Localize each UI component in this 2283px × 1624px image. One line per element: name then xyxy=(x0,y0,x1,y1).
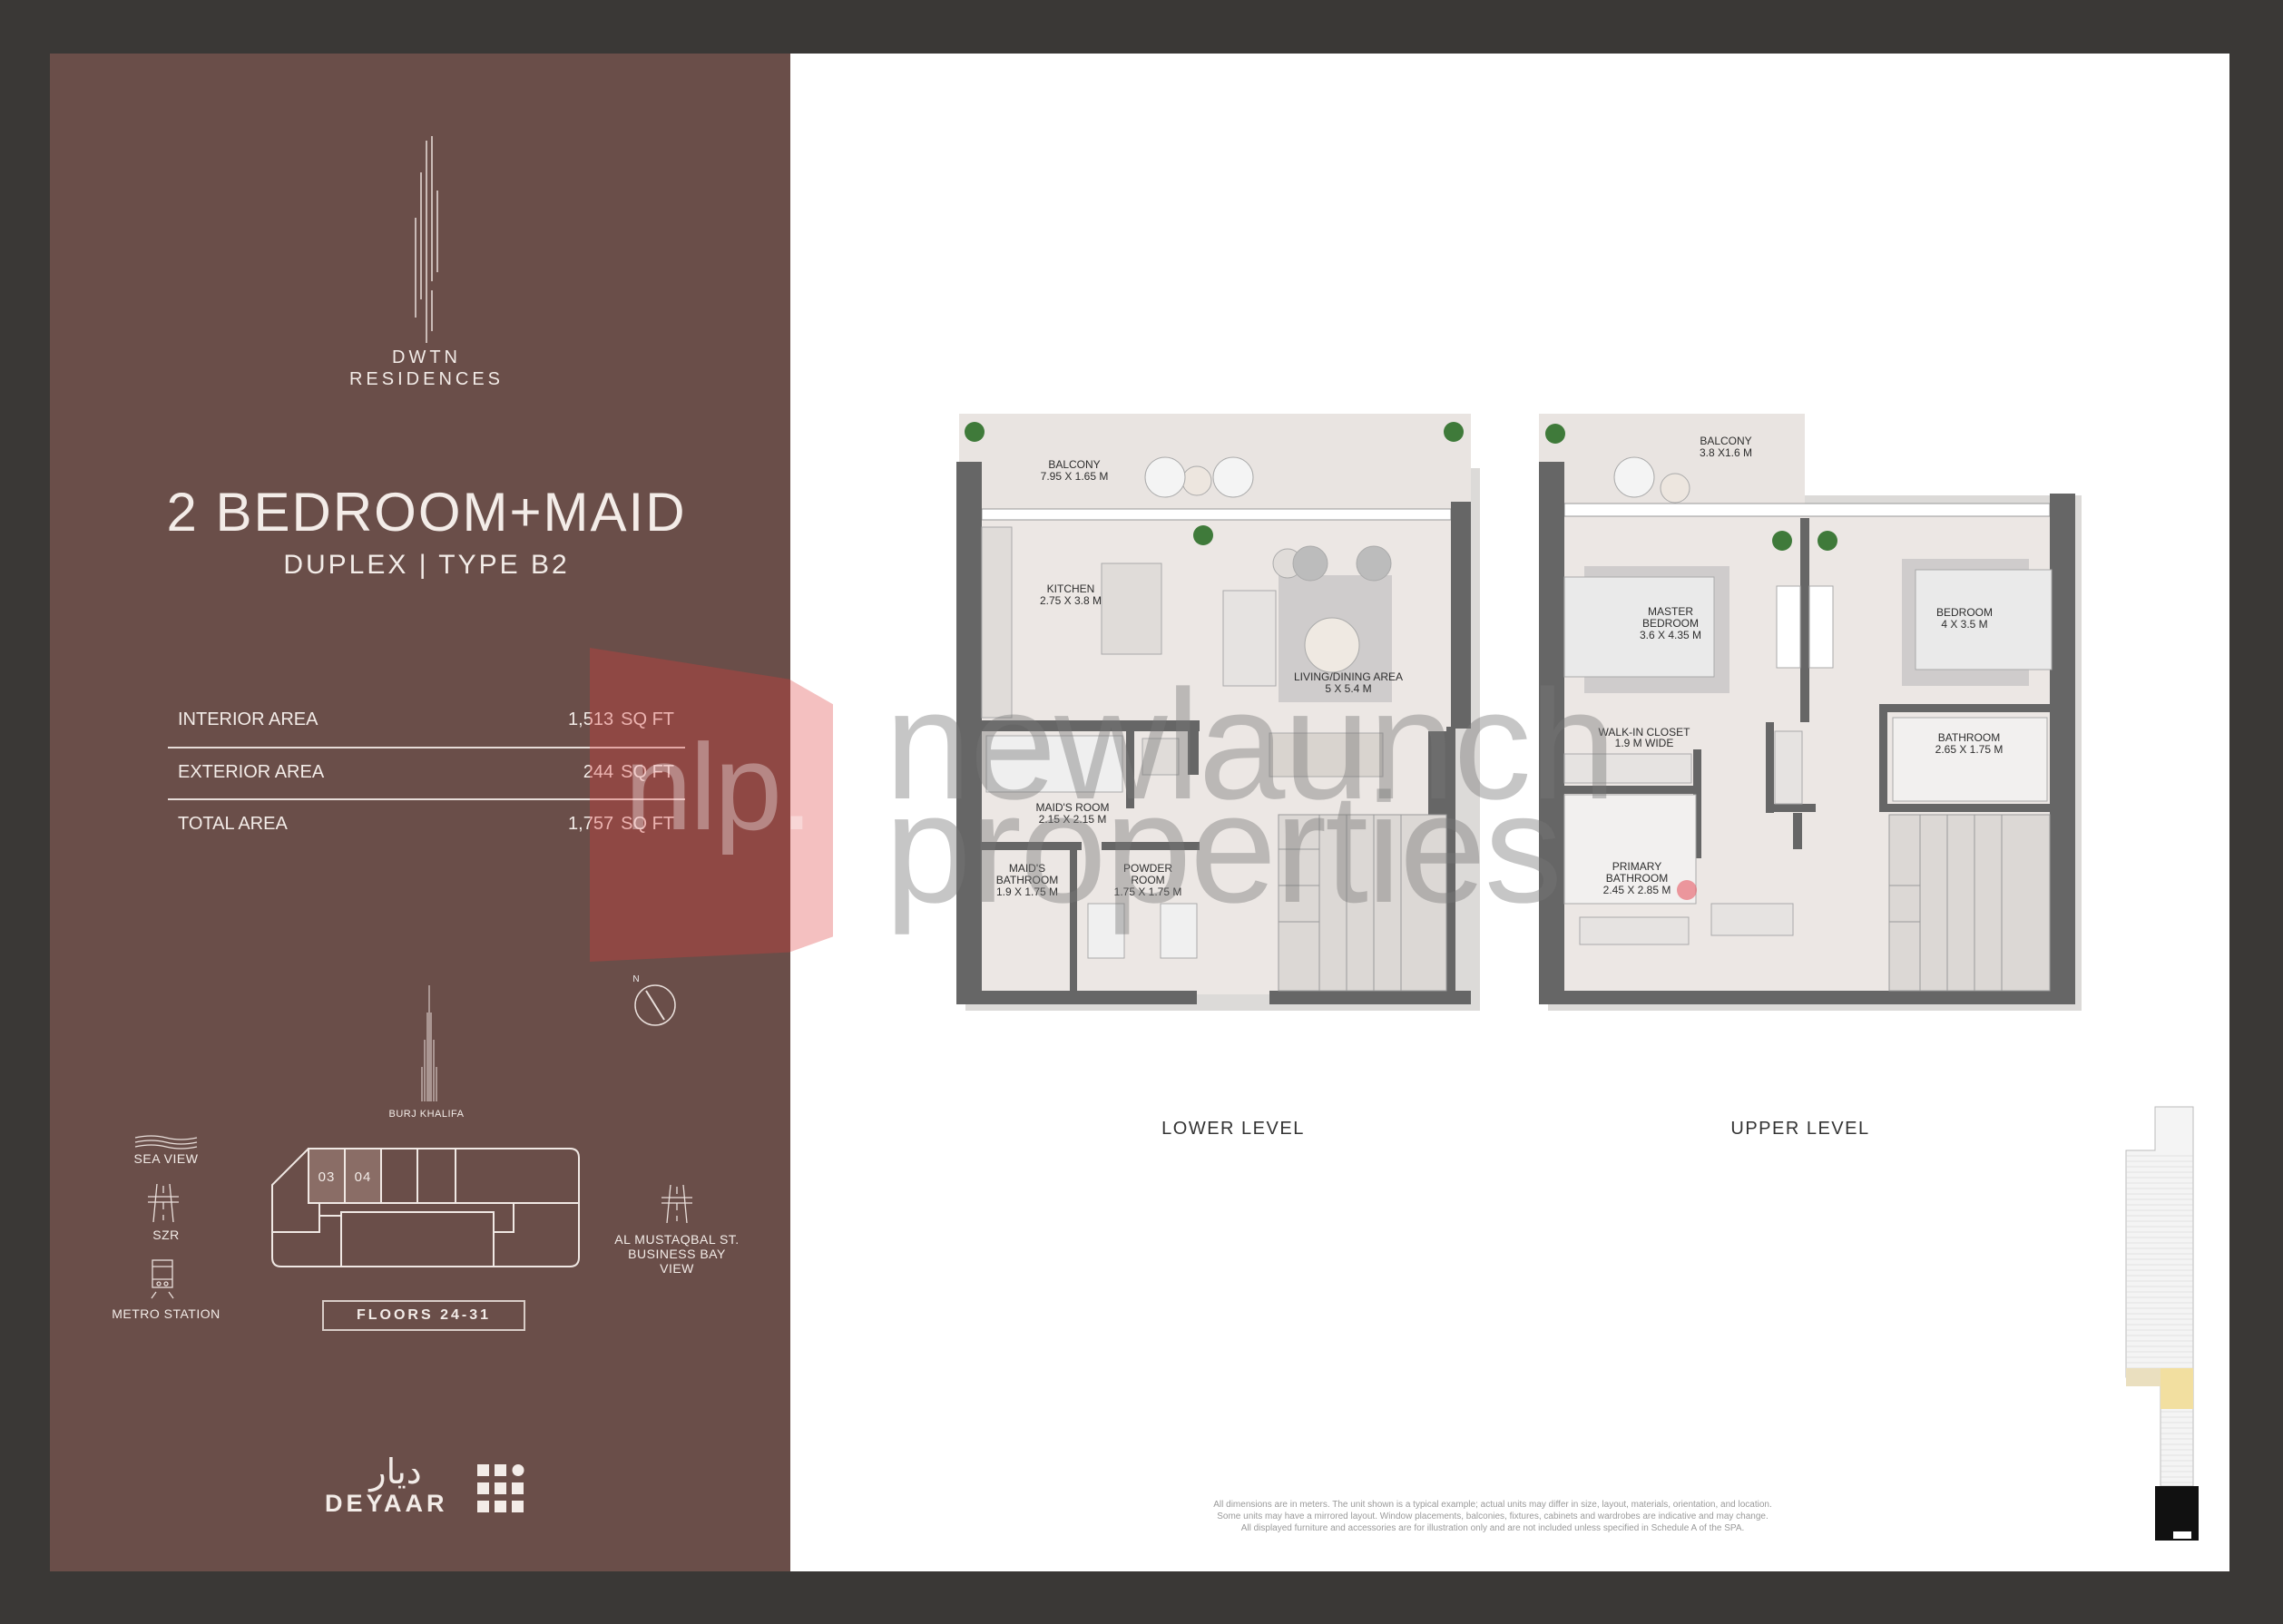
room-label: MASTER xyxy=(1648,605,1693,618)
room-dimensions: 3.8 X1.6 M xyxy=(1700,446,1752,459)
room-dimensions: 5 X 5.4 M xyxy=(1325,682,1371,695)
room-label: BEDROOM xyxy=(1642,617,1699,630)
project-name: DWTN RESIDENCES xyxy=(290,347,563,390)
deyaar-grid-icon xyxy=(477,1464,524,1512)
room-dimensions: 1.9 X 1.75 M xyxy=(996,885,1058,898)
view-line: BUSINESS BAY xyxy=(628,1247,726,1261)
room-label: BATHROOM xyxy=(1606,872,1668,885)
unit-04-label: 04 xyxy=(355,1169,372,1185)
area-label: EXTERIOR AREA xyxy=(178,762,325,782)
north-compass-icon: N xyxy=(632,974,676,1026)
divider xyxy=(168,747,685,748)
watermark-badge xyxy=(590,648,833,962)
room-label: POWDER xyxy=(1123,862,1172,875)
room-label: LIVING/DINING AREA xyxy=(1294,670,1403,683)
sea-wave-icon xyxy=(134,1135,198,1150)
room-dimensions: 4 X 3.5 M xyxy=(1941,618,1987,631)
room-label: BEDROOM xyxy=(1936,606,1993,619)
room-label: MAID'S xyxy=(1009,862,1045,875)
room-label: ROOM xyxy=(1131,874,1164,886)
watermark-line-1: newlaunch xyxy=(885,658,1616,832)
unit-title: 2 BEDROOM+MAID xyxy=(166,482,687,543)
burj-khalifa-label: BURJ KHALIFA xyxy=(388,1109,465,1120)
compass-label: N xyxy=(632,974,639,984)
metro-station-label: METRO STATION xyxy=(112,1306,220,1321)
room-dimensions: 2.15 X 2.15 M xyxy=(1039,813,1107,826)
business-bay-view-label: AL MUSTAQBAL ST. BUSINESS BAY VIEW xyxy=(586,1232,768,1276)
room-label: WALK-IN CLOSET xyxy=(1599,726,1691,739)
watermark-dot xyxy=(1677,880,1697,900)
room-label: KITCHEN xyxy=(1047,582,1095,595)
view-line: AL MUSTAQBAL ST. xyxy=(614,1232,740,1247)
highway-icon xyxy=(661,1185,692,1223)
floor-plate-diagram: 03 04 xyxy=(271,1148,580,1267)
room-label: PRIMARY xyxy=(1612,860,1661,873)
disclaimer: All dimensions are in meters. The unit s… xyxy=(1130,1499,1856,1534)
upper-level-floor-plan: BALCONY 3.8 X1.6 M MASTER BEDROOM 3.6 X … xyxy=(1539,414,2082,1011)
room-dimensions: 7.95 X 1.65 M xyxy=(1041,470,1109,483)
unit-03-label: 03 xyxy=(318,1169,336,1185)
lower-level-floor-plan: BALCONY 7.95 X 1.65 M KITCHEN 2.75 X 3.8… xyxy=(956,414,1480,1011)
brand-line-2: RESIDENCES xyxy=(348,369,505,389)
unit-subtitle: DUPLEX | TYPE B2 xyxy=(283,550,570,580)
floors-badge: FLOORS 24-31 xyxy=(322,1300,525,1331)
room-dimensions: 3.6 X 4.35 M xyxy=(1640,629,1701,641)
room-label: MAID'S ROOM xyxy=(1036,801,1110,814)
deyaar-logo: ديار DEYAAR xyxy=(323,1452,532,1521)
room-dimensions: 2.45 X 2.85 M xyxy=(1603,884,1671,896)
disclaimer-line: All dimensions are in meters. The unit s… xyxy=(1213,1500,1772,1510)
sea-view-label: SEA VIEW xyxy=(133,1151,199,1166)
dwtn-logo-mark xyxy=(415,136,438,343)
room-label: BATHROOM xyxy=(996,874,1058,886)
room-dimensions: 1.9 M WIDE xyxy=(1615,737,1674,749)
disclaimer-line: All displayed furniture and accessories … xyxy=(1240,1523,1745,1533)
lower-level-label: LOWER LEVEL xyxy=(1161,1119,1305,1139)
disclaimer-line: Some units may have a mirrored layout. W… xyxy=(1217,1511,1769,1521)
info-panel xyxy=(50,54,790,1571)
view-line: VIEW xyxy=(660,1261,694,1276)
room-label: BATHROOM xyxy=(1938,731,2000,744)
highway-icon xyxy=(148,1184,179,1222)
tower-elevation-image xyxy=(2125,1106,2199,1541)
room-dimensions: 1.75 X 1.75 M xyxy=(1114,885,1182,898)
watermark-short: nlp. xyxy=(624,719,814,856)
szr-label: SZR xyxy=(152,1228,180,1242)
room-label: BALCONY xyxy=(1048,458,1100,471)
room-dimensions: 2.65 X 1.75 M xyxy=(1935,743,2004,756)
room-label: BALCONY xyxy=(1700,435,1751,447)
burj-khalifa-icon xyxy=(421,985,437,1101)
watermark-line-2: properties xyxy=(885,761,1563,935)
upper-level-label: UPPER LEVEL xyxy=(1730,1119,1870,1139)
metro-train-icon xyxy=(151,1259,174,1299)
deyaar-arabic: ديار xyxy=(369,1452,422,1492)
room-dimensions: 2.75 X 3.8 M xyxy=(1040,594,1102,607)
deyaar-name: DEYAAR xyxy=(325,1490,448,1517)
brand-line-1: DWTN xyxy=(392,347,461,367)
area-label: INTERIOR AREA xyxy=(178,709,318,729)
divider xyxy=(168,798,685,800)
area-label: TOTAL AREA xyxy=(178,814,288,834)
